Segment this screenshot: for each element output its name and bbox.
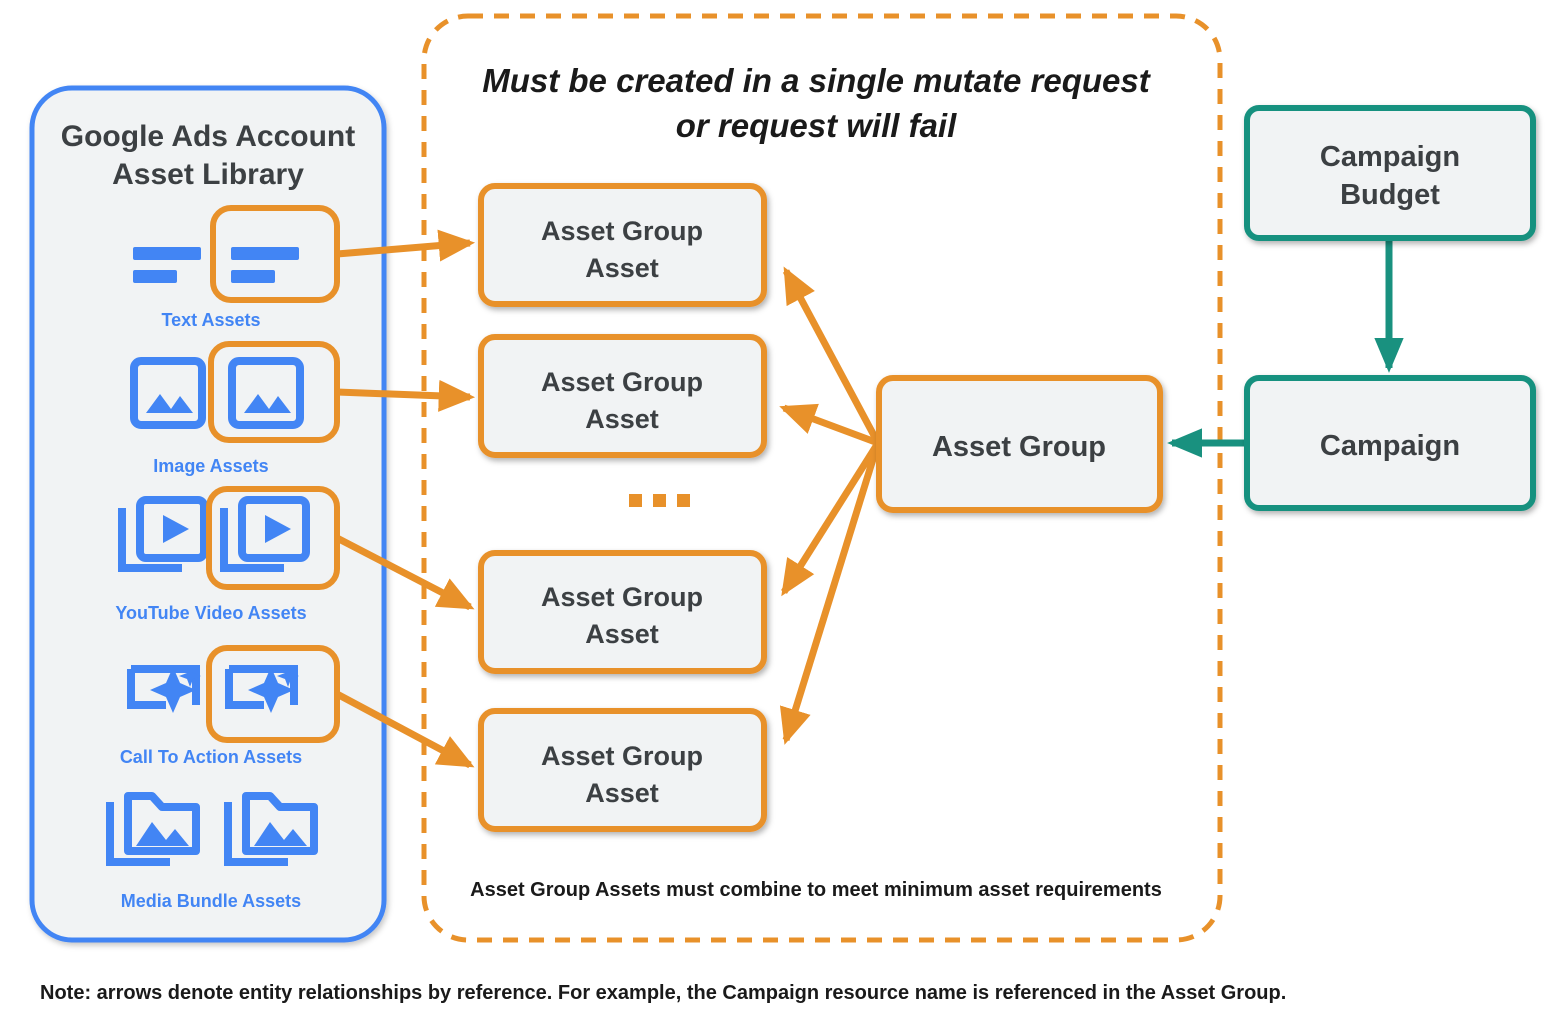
call-to-action-asset-icon-highlighted bbox=[225, 665, 299, 713]
asset-library-title-line2: Asset Library bbox=[112, 158, 304, 191]
campaign-budget-node[interactable]: Campaign Budget bbox=[1244, 105, 1536, 241]
asset-library-title-line1: Google Ads Account bbox=[61, 120, 355, 153]
campaign-budget-label-line2: Budget bbox=[1340, 179, 1440, 211]
asset-group-asset-label-3a: Asset Group bbox=[541, 582, 703, 612]
asset-group-asset-label-4a: Asset Group bbox=[541, 741, 703, 771]
asset-group-asset-label-1b: Asset bbox=[585, 253, 659, 283]
call-to-action-asset-icon bbox=[127, 665, 201, 713]
mutate-footer-line: Asset Group Assets must combine to meet … bbox=[470, 879, 1162, 901]
asset-group-box[interactable] bbox=[876, 375, 1163, 513]
campaign-connectors bbox=[1167, 238, 1404, 458]
asset-group-asset-node-4[interactable]: Asset Group Asset bbox=[478, 708, 767, 832]
arrow-asset-group-to-asset-2 bbox=[779, 403, 880, 447]
youtube-video-asset-icon bbox=[118, 496, 208, 572]
asset-caption-call-to-action-assets: Call To Action Assets bbox=[120, 747, 302, 767]
arrow-asset-group-to-asset-1 bbox=[782, 266, 882, 445]
arrow-text-to-asset-group-asset-1 bbox=[336, 229, 476, 262]
asset-row-youtube: YouTube Video Assets bbox=[115, 486, 340, 623]
campaign-box[interactable] bbox=[1244, 375, 1536, 511]
asset-row-text: Text Assets bbox=[133, 205, 340, 330]
asset-group-asset-label-3b: Asset bbox=[585, 619, 659, 649]
asset-caption-image-assets: Image Assets bbox=[153, 456, 268, 476]
campaign-label: Campaign bbox=[1320, 430, 1460, 462]
mutate-request-group: Must be created in a single mutate reque… bbox=[421, 13, 1223, 943]
asset-group-asset-box-3[interactable] bbox=[478, 550, 767, 674]
campaign-node[interactable]: Campaign bbox=[1244, 375, 1536, 511]
ellipsis-indicator bbox=[629, 494, 690, 507]
media-bundle-asset-icon bbox=[106, 792, 200, 866]
arrow-asset-group-to-asset-3 bbox=[781, 441, 881, 597]
asset-group-asset-label-2a: Asset Group bbox=[541, 367, 703, 397]
asset-caption-media-bundle-assets: Media Bundle Assets bbox=[121, 891, 301, 911]
asset-group-label: Asset Group bbox=[932, 431, 1106, 463]
campaign-budget-box[interactable] bbox=[1244, 105, 1536, 241]
arrow-youtube-to-asset-group-asset-3 bbox=[335, 534, 475, 611]
asset-group-asset-box-4[interactable] bbox=[478, 708, 767, 832]
mutate-banner-line2: or request will fail bbox=[676, 107, 957, 144]
arrow-image-to-asset-group-asset-2 bbox=[336, 379, 476, 412]
asset-group-to-assets-arrows bbox=[779, 266, 882, 745]
library-to-asset-arrows bbox=[335, 229, 476, 769]
asset-row-image: Image Assets bbox=[130, 341, 340, 476]
text-asset-icon bbox=[133, 247, 201, 283]
youtube-video-asset-icon-highlighted bbox=[220, 496, 310, 572]
mutate-group-dashed-border bbox=[421, 13, 1223, 943]
arrow-asset-group-to-asset-4 bbox=[779, 441, 882, 745]
footer-note: Note: arrows denote entity relationships… bbox=[40, 982, 1286, 1004]
asset-library-panel: Google Ads Account Asset Library Text As… bbox=[29, 85, 387, 943]
arrow-cta-to-asset-group-asset-4 bbox=[335, 690, 475, 769]
asset-group-asset-label-4b: Asset bbox=[585, 778, 659, 808]
asset-group-node[interactable]: Asset Group bbox=[876, 375, 1163, 513]
media-bundle-asset-icon-second bbox=[224, 792, 318, 866]
asset-group-asset-node-2[interactable]: Asset Group Asset bbox=[478, 334, 767, 458]
asset-group-asset-node-1[interactable]: Asset Group Asset bbox=[478, 183, 767, 307]
asset-row-media-bundle: Media Bundle Assets bbox=[106, 792, 318, 911]
asset-caption-youtube-assets: YouTube Video Assets bbox=[115, 603, 306, 623]
asset-group-asset-node-3[interactable]: Asset Group Asset bbox=[478, 550, 767, 674]
image-asset-icon bbox=[130, 357, 206, 429]
text-asset-icon-highlighted bbox=[231, 247, 299, 283]
asset-group-asset-label-2b: Asset bbox=[585, 404, 659, 434]
asset-caption-text-assets: Text Assets bbox=[161, 310, 260, 330]
image-asset-icon-highlighted bbox=[228, 357, 304, 429]
mutate-banner-line1: Must be created in a single mutate reque… bbox=[482, 62, 1152, 99]
asset-group-asset-label-1a: Asset Group bbox=[541, 216, 703, 246]
campaign-budget-label-line1: Campaign bbox=[1320, 141, 1460, 173]
asset-group-asset-box-1[interactable] bbox=[478, 183, 767, 307]
asset-group-asset-box-2[interactable] bbox=[478, 334, 767, 458]
